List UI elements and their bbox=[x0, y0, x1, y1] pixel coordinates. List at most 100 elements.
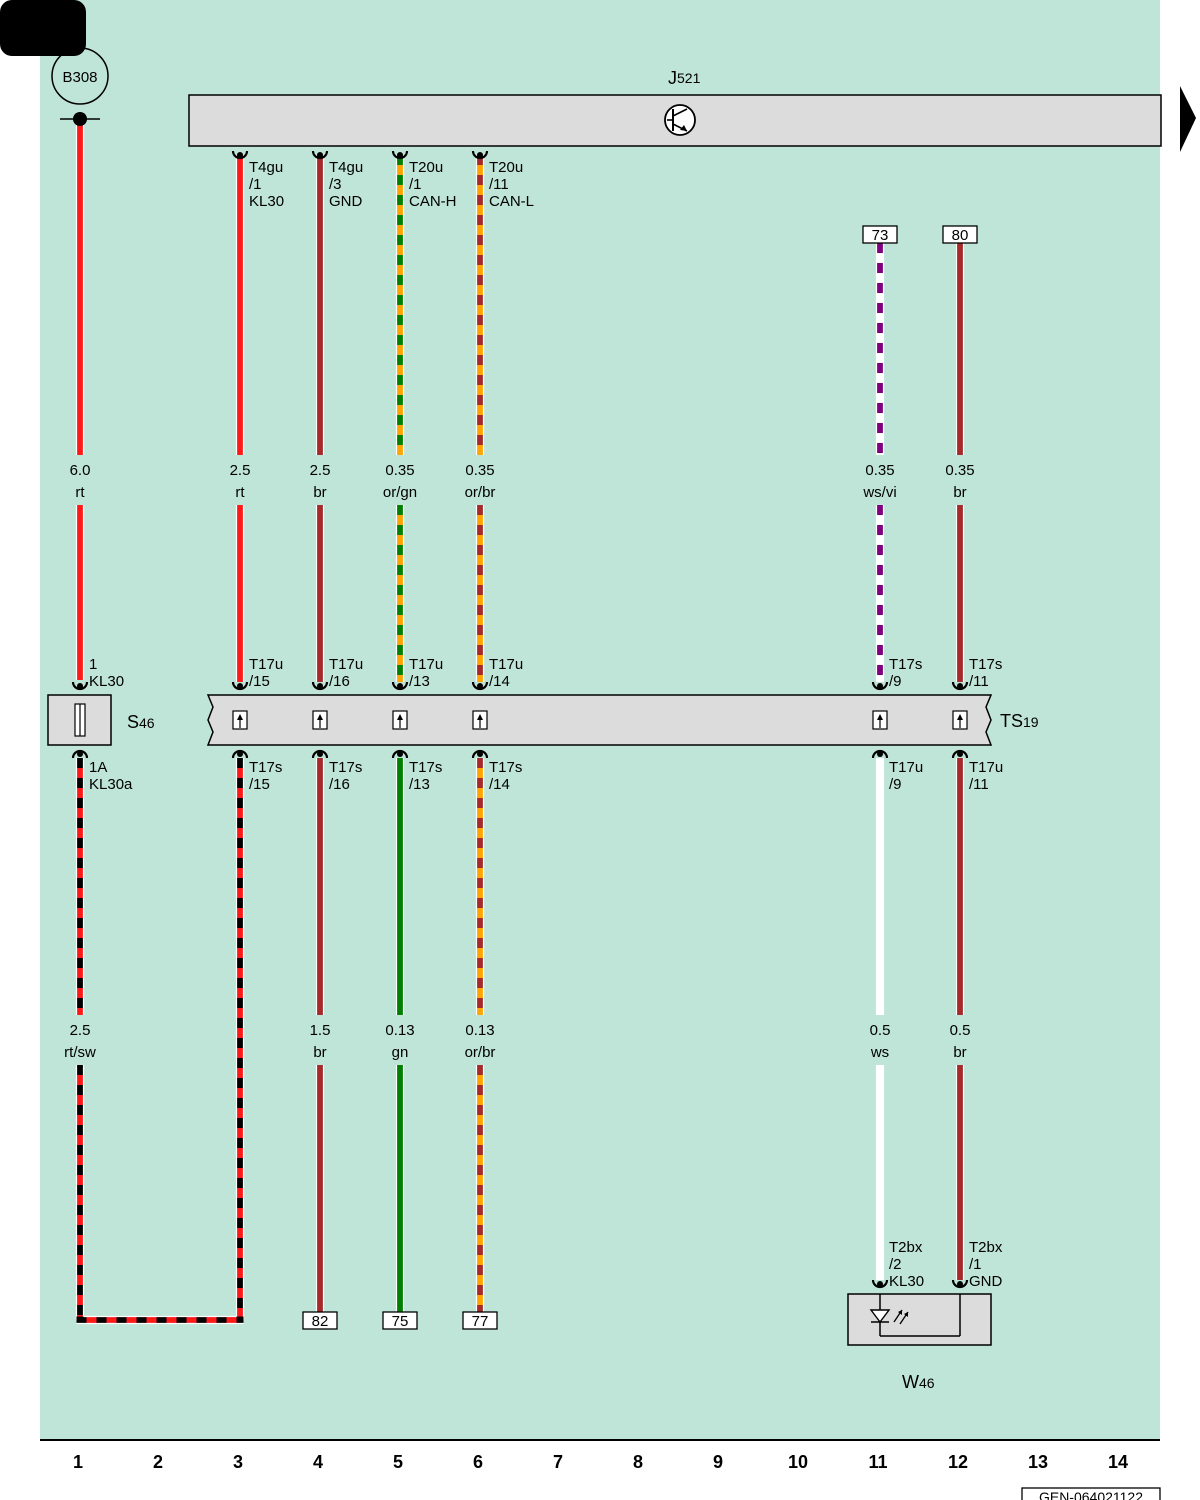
wire-color-label: or/br bbox=[465, 484, 496, 501]
pin-connector-icon bbox=[391, 150, 409, 160]
wire-w6-top[interactable] bbox=[475, 505, 485, 682]
wire-w1-bot[interactable] bbox=[235, 758, 245, 1320]
continuation-arrow-icon[interactable] bbox=[1180, 86, 1196, 152]
wire-w1-bot[interactable] bbox=[75, 1065, 85, 1320]
pin-connector-icon bbox=[231, 681, 249, 691]
ts19-pin[interactable] bbox=[312, 710, 328, 730]
wire-w3-top[interactable] bbox=[235, 505, 245, 682]
wire-w4-top[interactable] bbox=[315, 505, 325, 682]
pin-connector-icon bbox=[311, 749, 329, 759]
reference-box-80[interactable]: 80 bbox=[942, 225, 978, 244]
pin-connector-icon bbox=[471, 150, 489, 160]
wire-w12-top[interactable] bbox=[955, 243, 965, 455]
pin-connector-icon bbox=[231, 150, 249, 160]
component-j521[interactable]: J521 bbox=[188, 68, 1162, 147]
pin-connector-icon bbox=[951, 1279, 969, 1289]
reference-number: 73 bbox=[872, 227, 889, 244]
grid-number: 4 bbox=[313, 1452, 323, 1472]
connector-ts19[interactable]: TS19 bbox=[206, 694, 1039, 746]
wire-w11-top[interactable] bbox=[875, 505, 885, 682]
labels-layer: 6.0rt2.5rt2.5br0.35or/gn0.35or/br0.35ws/… bbox=[64, 150, 1003, 1330]
wire-size-label: 2.5 bbox=[70, 1022, 91, 1039]
pin-label-ts-bot-5: T17s/13 bbox=[409, 759, 442, 793]
ts19-pin[interactable] bbox=[872, 710, 888, 730]
pin-connector-icon bbox=[71, 749, 89, 759]
pin-connector-icon bbox=[391, 681, 409, 691]
wire-w1-bot[interactable] bbox=[75, 758, 85, 1015]
pin-connector-icon bbox=[951, 749, 969, 759]
grid-number: 10 bbox=[788, 1452, 808, 1472]
wire-w5-top[interactable] bbox=[395, 155, 405, 455]
pin-label-ts-top-3: T17u/15 bbox=[249, 656, 283, 690]
wire-size-label: 6.0 bbox=[70, 462, 91, 479]
drawing-id-box: GEN-064021122 bbox=[1021, 1487, 1161, 1500]
wire-w6-top[interactable] bbox=[475, 155, 485, 455]
wire-size-label: 0.13 bbox=[385, 1022, 414, 1039]
pin-label-ts-bot-3: T17s/15 bbox=[249, 759, 282, 793]
wire-w12-bot[interactable] bbox=[955, 758, 965, 1015]
ts19-pin[interactable] bbox=[232, 710, 248, 730]
wire-w5-top[interactable] bbox=[395, 505, 405, 682]
wire-size-label: 0.5 bbox=[870, 1022, 891, 1039]
wire-w11-bot[interactable] bbox=[875, 1065, 885, 1280]
reference-box-75[interactable]: 75 bbox=[382, 1311, 418, 1330]
pin-label-ts-top-4: T17u/16 bbox=[329, 656, 363, 690]
grid-number: 9 bbox=[713, 1452, 723, 1472]
reference-box-82[interactable]: 82 bbox=[302, 1311, 338, 1330]
wire-color-label: gn bbox=[392, 1044, 409, 1061]
pin-label-ts-bot-6: T17s/14 bbox=[489, 759, 522, 793]
wire-size-label: 0.5 bbox=[950, 1022, 971, 1039]
page-tab bbox=[0, 0, 86, 56]
wire-w4-bot[interactable] bbox=[315, 1065, 325, 1312]
reference-number: 75 bbox=[392, 1313, 409, 1330]
wire-size-label: 0.35 bbox=[385, 462, 414, 479]
component-b308[interactable]: B308 bbox=[51, 47, 109, 126]
pin-connector-icon bbox=[471, 749, 489, 759]
ts19-pin[interactable] bbox=[472, 710, 488, 730]
wire-color-label: rt bbox=[75, 484, 85, 501]
wire-w1-top[interactable] bbox=[75, 505, 85, 680]
wire-w6-bot[interactable] bbox=[475, 1065, 485, 1312]
wire-color-label: ws bbox=[870, 1044, 889, 1061]
wire-color-label: br bbox=[313, 484, 326, 501]
wire-w3-top[interactable] bbox=[235, 155, 245, 455]
wire-w6-bot[interactable] bbox=[475, 758, 485, 1015]
wire-size-label: 2.5 bbox=[230, 462, 251, 479]
grid-number: 3 bbox=[233, 1452, 243, 1472]
ts19-pin[interactable] bbox=[952, 710, 968, 730]
grid-number: 7 bbox=[553, 1452, 563, 1472]
wire-w1-top[interactable] bbox=[75, 125, 85, 455]
wire-color-label: br bbox=[313, 1044, 326, 1061]
w46-label: W46 bbox=[902, 1372, 935, 1392]
drawing-id: GEN-064021122 bbox=[1039, 1489, 1143, 1500]
pin-label-ts-top-5: T17u/13 bbox=[409, 656, 443, 690]
ts19-label: TS19 bbox=[1000, 711, 1039, 731]
fuse-s46[interactable]: S46 bbox=[47, 694, 155, 746]
wire-w4-bot[interactable] bbox=[315, 758, 325, 1015]
reference-number: 82 bbox=[312, 1313, 329, 1330]
wire-w5-bot[interactable] bbox=[395, 1065, 405, 1312]
wire-w12-bot[interactable] bbox=[955, 1065, 965, 1280]
wire-w4-top[interactable] bbox=[315, 155, 325, 455]
reference-box-77[interactable]: 77 bbox=[462, 1311, 498, 1330]
s46-label: S46 bbox=[127, 712, 155, 732]
transistor-icon bbox=[664, 104, 696, 136]
ts19-pin[interactable] bbox=[392, 710, 408, 730]
wire-w1-bot-bridge[interactable] bbox=[76, 1315, 244, 1325]
pin-label-ts-top-12: T17s/11 bbox=[969, 656, 1002, 690]
component-w46[interactable]: W46 bbox=[847, 1293, 992, 1392]
grid-number: 13 bbox=[1028, 1452, 1048, 1472]
wire-w11-bot[interactable] bbox=[875, 758, 885, 1015]
wire-w12-top[interactable] bbox=[955, 505, 965, 682]
reference-box-73[interactable]: 73 bbox=[862, 225, 898, 244]
wire-color-label: rt/sw bbox=[64, 1044, 96, 1061]
wire-size-label: 0.35 bbox=[945, 462, 974, 479]
wire-w11-top[interactable] bbox=[875, 243, 885, 455]
pin-connector-icon bbox=[311, 150, 329, 160]
wire-w5-bot[interactable] bbox=[395, 758, 405, 1015]
b308-label: B308 bbox=[62, 69, 97, 86]
